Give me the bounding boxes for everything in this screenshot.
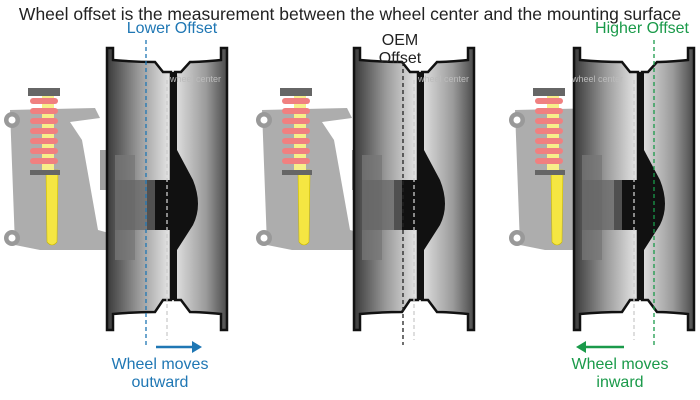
label-line-1: OEM — [381, 32, 419, 49]
arrow-right-icon — [156, 341, 202, 353]
outward-note: Wheel moves outward — [100, 356, 220, 392]
note-line-2: outward — [131, 374, 189, 391]
lower-offset-label: Lower Offset — [126, 20, 218, 37]
note-line-1: Wheel moves — [111, 356, 209, 373]
wheel-center-label: wheel center — [170, 74, 222, 84]
panel-higher-offset — [508, 40, 696, 353]
wheel-center-label: wheel center — [418, 74, 470, 84]
suspension-assembly — [3, 87, 121, 251]
inward-note: Wheel moves inward — [560, 356, 680, 392]
arrow-left-icon — [576, 341, 624, 353]
note-line-2: inward — [596, 374, 644, 391]
wheel-center-label: wheel center — [572, 74, 624, 84]
label-line-2: Offset — [378, 50, 422, 67]
panel-lower-offset — [3, 40, 229, 353]
diagram-title: Wheel offset is the measurement between … — [18, 4, 682, 24]
note-line-1: Wheel moves — [571, 356, 669, 373]
panel-oem-offset — [255, 46, 476, 345]
higher-offset-label: Higher Offset — [595, 20, 689, 37]
oem-offset-label: OEM Offset — [360, 32, 440, 68]
